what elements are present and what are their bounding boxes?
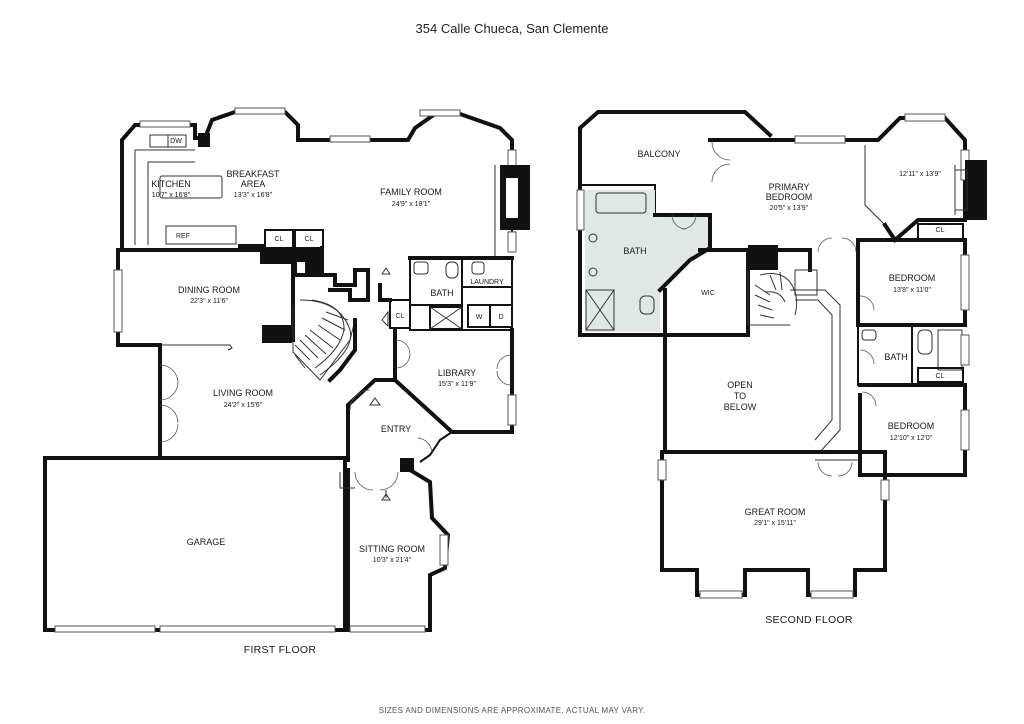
entry-label: ENTRY xyxy=(381,424,411,434)
dining-room-dims: 22'3" x 11'6" xyxy=(190,298,228,305)
disclaimer-text: SIZES AND DIMENSIONS ARE APPROXIMATE, AC… xyxy=(379,706,646,715)
breakfast-label: BREAKFAST xyxy=(226,169,280,179)
great-room-label: GREAT ROOM xyxy=(745,507,806,517)
closet-label: CL xyxy=(936,373,945,380)
walk-in-closet-label: WIC xyxy=(701,290,715,297)
closet-label: CL xyxy=(275,236,284,243)
library-label: LIBRARY xyxy=(438,368,476,378)
bedroom-2-dims: 12'10" x 12'0" xyxy=(890,435,933,442)
breakfast-dims: 13'3" x 16'8" xyxy=(234,192,273,199)
sitting-room-label: SITTING ROOM xyxy=(359,544,425,554)
open-to-below-line1: OPEN xyxy=(727,380,753,390)
dishwasher-label: DW xyxy=(170,138,182,145)
open-to-below-line3: BELOW xyxy=(724,402,757,412)
sitting-room-dims: 10'3" x 21'4" xyxy=(373,557,412,564)
open-to-below-line2: TO xyxy=(734,391,746,401)
living-room-label: LIVING ROOM xyxy=(213,388,273,398)
garage-label: GARAGE xyxy=(187,537,226,547)
closet-label: CL xyxy=(936,227,945,234)
dining-room-label: DINING ROOM xyxy=(178,285,240,295)
library-dims: 15'3" x 11'9" xyxy=(438,381,476,388)
bath-2-label: BATH xyxy=(884,352,907,362)
second-floor-plan: BALCONY PRIMARY BEDROOM 20'5" x 13'9" 12… xyxy=(576,110,987,626)
washer-label: W xyxy=(476,314,483,321)
bedroom-2-label: BEDROOM xyxy=(888,421,935,431)
closet-label: CL xyxy=(396,313,405,320)
plan-title: 354 Calle Chueca, San Clemente xyxy=(416,21,609,36)
primary-bedroom-label-2: BEDROOM xyxy=(766,192,813,202)
closet-label: CL xyxy=(305,236,314,243)
dryer-label: D xyxy=(498,314,503,321)
primary-bath-label: BATH xyxy=(623,246,646,256)
sitting-nook-dims: 12'11" x 13'9" xyxy=(899,171,941,178)
first-floor-plan: KITCHEN 10'7" x 16'8" DW REF BREAKFAST A… xyxy=(43,107,530,656)
second-floor-label: SECOND FLOOR xyxy=(765,614,853,626)
kitchen-label: KITCHEN xyxy=(151,179,191,189)
bedroom-1-dims: 13'8" x 11'0" xyxy=(893,287,931,294)
bath-label: BATH xyxy=(430,288,453,298)
primary-bedroom-label: PRIMARY xyxy=(769,182,810,192)
first-floor-label: FIRST FLOOR xyxy=(244,644,317,656)
kitchen-dims: 10'7" x 16'8" xyxy=(152,192,191,199)
bedroom-1-label: BEDROOM xyxy=(889,273,936,283)
family-room-dims: 24'9" x 18'1" xyxy=(392,201,431,208)
balcony-label: BALCONY xyxy=(637,149,680,159)
great-room-dims: 29'1" x 15'11" xyxy=(754,520,796,527)
primary-bedroom-dims: 20'5" x 13'9" xyxy=(770,205,809,212)
family-room-label: FAMILY ROOM xyxy=(380,187,442,197)
living-room-dims: 24'2" x 15'6" xyxy=(224,402,263,409)
fridge-label: REF xyxy=(176,233,190,240)
breakfast-label-2: AREA xyxy=(241,179,266,189)
laundry-label: LAUNDRY xyxy=(470,279,504,286)
